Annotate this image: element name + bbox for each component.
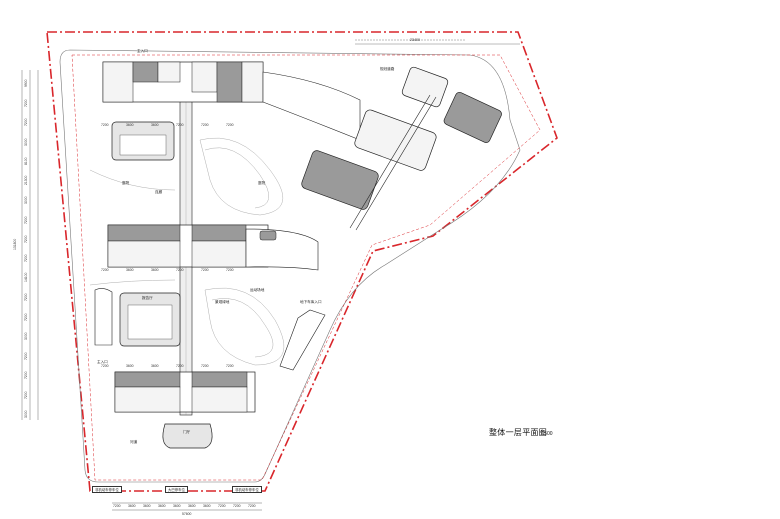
dimension-label: 3600	[126, 123, 134, 127]
dimension-label: 14100	[24, 272, 28, 282]
label-sports: 运动场地	[250, 288, 265, 292]
dimension-label: 7200	[24, 293, 28, 302]
dimension-label: 3600	[158, 504, 166, 508]
dimension-label: 7200	[176, 123, 184, 127]
dimension-label: 7200	[24, 371, 28, 380]
drawing-title: 整体一层平面图	[489, 428, 548, 437]
dimension-label: 3000	[24, 332, 28, 341]
dimension-label: 3600	[143, 504, 151, 508]
drawing-scale: 1:500	[540, 431, 553, 437]
south-note-1: 非机动车停车位	[92, 486, 122, 493]
dimension-label: 21300	[24, 175, 28, 185]
dimension-label: 7200	[24, 352, 28, 360]
dimension-label: 7200	[201, 364, 209, 368]
south-note-3: 非机动车停车位	[232, 486, 262, 493]
right-curved-block	[279, 309, 326, 371]
inner-setback-line	[71, 54, 541, 481]
dimension-label: 7200	[226, 268, 234, 272]
left-dimension-chain	[21, 70, 39, 420]
dimension-label: 7200	[233, 504, 241, 508]
dimension-label: 3600	[128, 504, 136, 508]
dimension-label: 7200	[218, 504, 226, 508]
total-height-dimension: 131800	[13, 238, 17, 250]
label-garden: 景观绿地	[215, 300, 230, 304]
label-north-open: 庭院	[122, 181, 130, 185]
top-building	[102, 61, 361, 141]
label-bottom-entrance: 主入口	[97, 360, 108, 364]
dimension-label: 7200	[176, 364, 184, 368]
total-width-dimension: 57600	[182, 512, 192, 516]
dimension-label: 8100	[24, 157, 28, 166]
dimension-label: 7200	[201, 268, 209, 272]
dimension-label: 7200	[24, 254, 28, 263]
dimension-label: 7200	[101, 123, 109, 127]
dimension-label: 7200	[24, 235, 28, 243]
dimension-label: 3000	[24, 138, 28, 146]
dimension-label: 3600	[203, 504, 211, 508]
inner-road-line	[59, 49, 521, 483]
label-parking: 地下车库入口	[300, 300, 322, 304]
label-hall-bottom: 门厅	[183, 430, 191, 434]
south-note-2: 大巴停车位	[165, 486, 188, 493]
dimension-label: 7200	[201, 123, 209, 127]
bottom-pavilion	[162, 423, 213, 449]
dimension-label: 7200	[113, 504, 121, 508]
dimension-label: 3600	[173, 504, 181, 508]
dimension-label: 9900	[24, 79, 28, 88]
dimension-label: 7200	[24, 391, 28, 399]
label-top-width: 23400	[410, 38, 420, 42]
dimension-label: 3600	[126, 364, 134, 368]
dimension-label: 7200	[176, 268, 184, 272]
label-hall-left: 报告厅	[142, 296, 153, 300]
dimension-label: 7200	[226, 364, 234, 368]
middle-building	[107, 224, 319, 271]
dimension-label: 7200	[101, 268, 109, 272]
dimension-label: 3000	[24, 410, 28, 418]
dimension-label: 7200	[24, 118, 28, 127]
dimension-label: 7200	[101, 364, 109, 368]
label-river: 河道	[130, 440, 138, 444]
dimension-label: 7200	[24, 313, 28, 321]
right-wing	[301, 66, 502, 231]
dimension-label: 3000	[24, 196, 28, 205]
dimension-label: 3600	[188, 504, 196, 508]
dimension-label: 3600	[151, 268, 159, 272]
dimension-label: 3600	[151, 123, 159, 127]
left-curved-block	[94, 288, 113, 346]
label-main-axis: 连廊	[155, 190, 163, 194]
dimension-label: 3600	[126, 268, 134, 272]
label-middle-open: 庭院	[258, 181, 266, 185]
dimension-label: 3600	[151, 364, 159, 368]
bottom-dimension-chain	[112, 502, 262, 511]
dimension-label: 7200	[24, 99, 28, 107]
label-top-entrance: 主入口	[137, 49, 148, 53]
dimension-label: 7200	[226, 123, 234, 127]
label-road: 规划道路	[380, 67, 395, 71]
bottom-building	[114, 371, 256, 413]
dimension-label: 7200	[24, 216, 28, 224]
dimension-label: 7200	[248, 504, 256, 508]
